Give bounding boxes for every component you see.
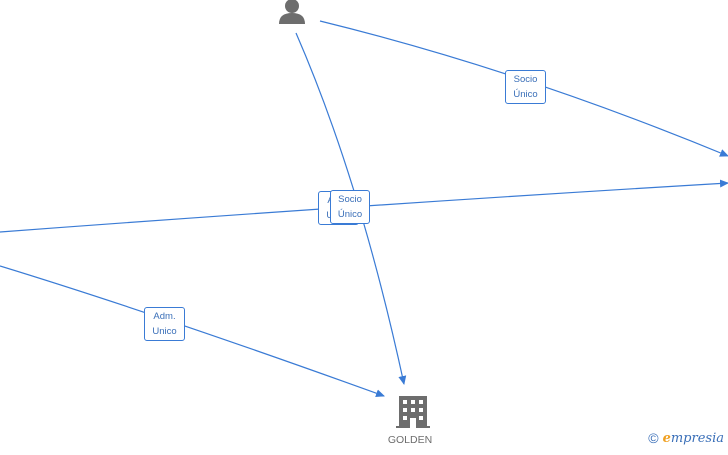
- edge-label-line2: Único: [337, 209, 363, 220]
- company-node-label[interactable]: GOLDEN: [387, 434, 433, 446]
- edge-label-line1: Adm.: [153, 311, 176, 322]
- edge-label-line2: Unico: [152, 326, 177, 337]
- edge-label-adm-unico[interactable]: Adm. Unico: [144, 307, 185, 341]
- person-icon[interactable]: [279, 0, 305, 24]
- edge-label-line1: Socio: [338, 194, 362, 205]
- edge-label-socio-unico[interactable]: Socio Único: [505, 70, 546, 104]
- edge-label-line1: Socio: [513, 74, 538, 85]
- watermark: © empresia: [648, 430, 724, 446]
- brand-rest: mpresia: [670, 430, 724, 446]
- brand-initial: e: [662, 430, 671, 446]
- brand-logo: empresia: [663, 431, 724, 446]
- building-icon[interactable]: [396, 396, 430, 428]
- edge-label-socio-unico[interactable]: Socio Único: [330, 190, 370, 224]
- copyright-symbol: ©: [648, 430, 659, 446]
- edge-label-line2: Único: [513, 89, 538, 100]
- edge-left-to-golden: [0, 265, 385, 398]
